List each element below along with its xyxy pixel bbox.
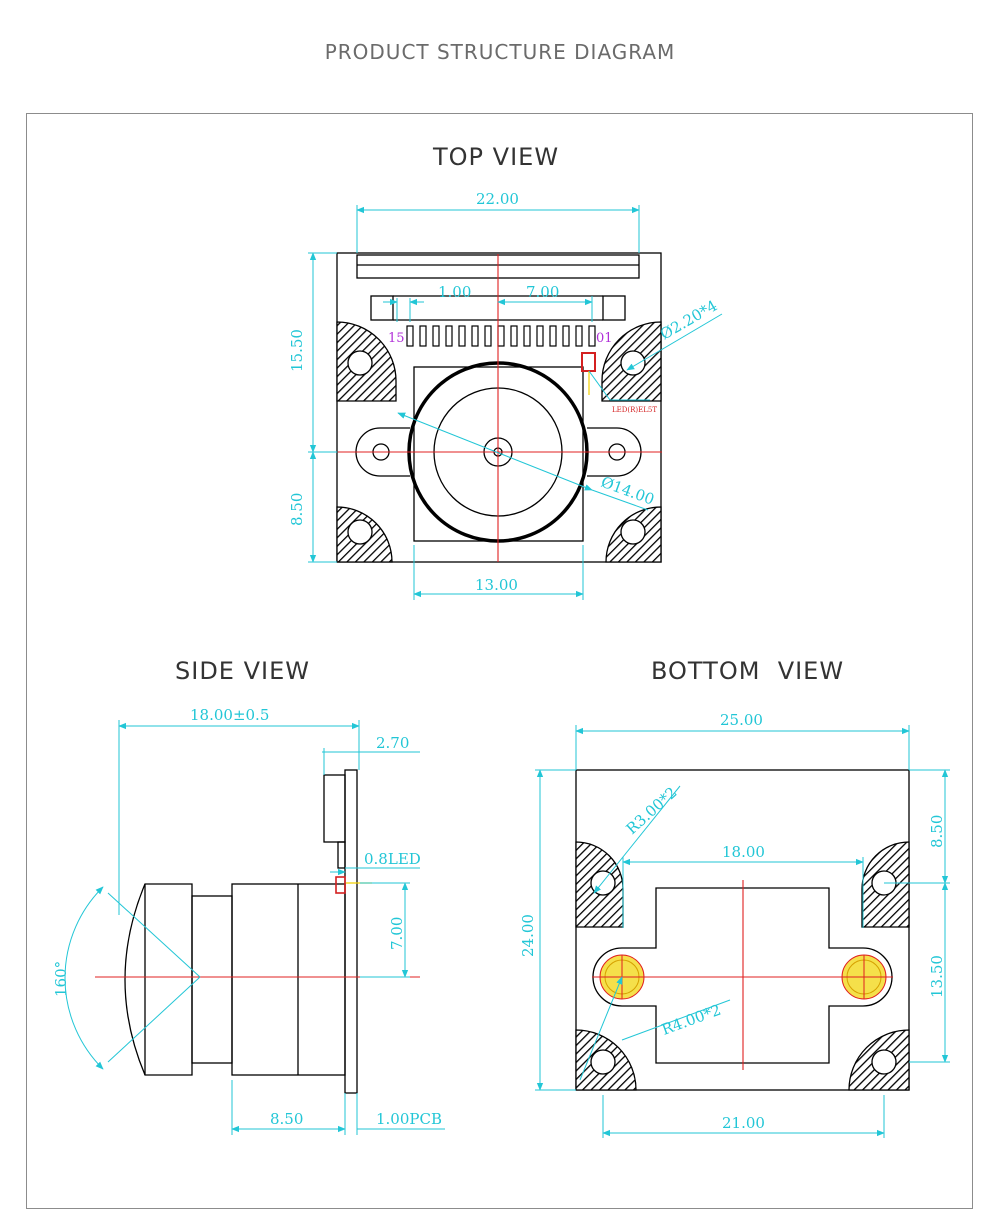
top-lower-height-dim: 8.50 xyxy=(288,493,306,526)
side-pcb-dim: 1.00PCB xyxy=(376,1110,442,1128)
bottom-holder-footprint xyxy=(592,887,893,1064)
side-view: 18.00±0.5 2.70 0.8LED 7.00 160° 8.50 1.0… xyxy=(52,706,445,1135)
bottom-view-title: BOTTOM VIEW xyxy=(651,657,845,685)
bottom-lower-offset-dim: 13.50 xyxy=(928,955,946,998)
bottom-corner-radius-dim: R3.00*2 xyxy=(623,783,681,838)
top-holder-width-dim: 13.00 xyxy=(475,576,518,594)
bottom-corner-mounts xyxy=(575,841,910,1091)
side-camera-body xyxy=(124,769,358,1094)
top-view: 15 01 LED(R)EL5T xyxy=(288,190,723,600)
top-pin-pitch-dim: 1.00 xyxy=(438,283,471,301)
side-angle-dim: 160° xyxy=(52,961,70,997)
top-connector-pins xyxy=(406,325,596,347)
bottom-dimensions xyxy=(535,725,950,1138)
side-dimensions xyxy=(118,720,445,1135)
bottom-bottom-span-dim: 21.00 xyxy=(722,1114,765,1132)
bottom-centerlines xyxy=(592,880,893,1070)
page-title: PRODUCT STRUCTURE DIAGRAM xyxy=(324,40,676,64)
bottom-top-offset-dim: 8.50 xyxy=(928,815,946,848)
top-dimensions xyxy=(308,205,723,600)
top-corner-mounts xyxy=(336,321,662,563)
top-board-outline xyxy=(336,252,662,563)
top-upper-height-dim: 15.50 xyxy=(288,329,306,372)
pin-last-label: 01 xyxy=(596,331,613,346)
bottom-mount-radius-dim: R4.00*2 xyxy=(659,1001,723,1039)
top-width-dim: 22.00 xyxy=(476,190,519,208)
top-lens-diameter-dim: Ø14.00 xyxy=(599,473,657,509)
bottom-width-dim: 25.00 xyxy=(720,711,763,729)
diagram-frame xyxy=(26,113,973,1209)
top-hole-dim: Ø2.20*4 xyxy=(657,297,720,344)
side-led-marker xyxy=(335,876,346,894)
side-led-dim: 0.8LED xyxy=(364,850,421,868)
side-center-dim: 7.00 xyxy=(388,917,406,950)
side-length-dim: 18.00±0.5 xyxy=(190,706,269,724)
pin-first-label: 15 xyxy=(388,331,405,346)
top-led-marker xyxy=(581,352,596,372)
side-view-title: SIDE VIEW xyxy=(175,657,310,685)
top-pin-span-dim: 7.00 xyxy=(526,283,559,301)
side-holder-dim: 8.50 xyxy=(270,1110,303,1128)
side-connector-dim: 2.70 xyxy=(376,734,409,752)
bottom-mount-span-dim: 18.00 xyxy=(722,843,765,861)
top-view-title: TOP VIEW xyxy=(433,143,560,171)
bottom-board-outline xyxy=(575,769,910,1091)
bottom-height-dim: 24.00 xyxy=(519,914,537,957)
bottom-view: 25.00 R3.00*2 18.00 8.50 24.00 R4.00*2 1… xyxy=(519,711,950,1138)
led-note: LED(R)EL5T xyxy=(612,406,657,414)
side-angle-lines xyxy=(64,886,201,1070)
